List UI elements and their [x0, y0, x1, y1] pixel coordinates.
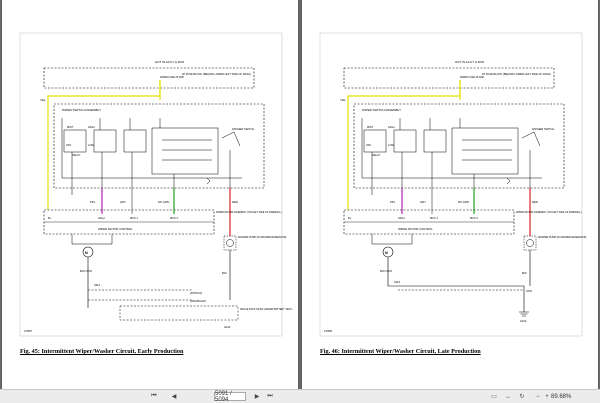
delay-label: DELAY [372, 153, 381, 157]
figure-id: 170657 [24, 330, 33, 333]
zoom-level[interactable]: 89.68% [551, 393, 572, 400]
control-label: WIPER MOTOR CONTROL [398, 227, 433, 231]
mist-label: MIST [367, 125, 374, 129]
rotate-icon[interactable]: ↻ [519, 394, 525, 400]
washer-switch-label: WASHER SWITCH [232, 127, 254, 131]
fuse-block-label: I/P FUSE BLOCK (BEHIND LOWER LEFT SIDE O… [182, 72, 251, 76]
wire-yellow [47, 80, 161, 210]
next-page-icon[interactable]: ▶ [254, 394, 260, 400]
delay-label: DELAY [72, 153, 81, 157]
wire-yellow [347, 80, 461, 210]
fuse-block-label: I/P FUSE BLOCK (BEHIND LOWER LEFT SIDE O… [482, 72, 551, 76]
washer-pump-label: WASHER PUMP (IN WASHER RESERVOIR) [538, 236, 587, 239]
s701-label: S701 [526, 289, 533, 293]
mist-label: MIST [67, 125, 74, 129]
red-label: RED [532, 200, 538, 204]
mux1-label: MUX 1 [430, 216, 438, 220]
chevrolet-label: (CHEVROLET) [190, 300, 206, 303]
b-plus-label: B+ [48, 216, 52, 220]
high-label: HIGH [388, 125, 395, 129]
hot-label: HOT IN ACCY & RUN [455, 60, 484, 64]
washer-pump-label: WASHER PUMP (IN WASHER RESERVOIR) [238, 236, 287, 239]
low-label: LOW [388, 143, 394, 147]
hot-label: HOT IN ACCY & RUN [155, 60, 184, 64]
blk-wht-label: BLK/ WHT [380, 269, 393, 273]
fuse-name-label: WIPER FUSE 25 AMP [460, 76, 484, 79]
wiper-motor-label: WIPER MOTOR ASSEMBLY (ON LEFT SIDE OF FI… [516, 211, 582, 214]
high-terminal-label: HIGH [398, 216, 405, 220]
prev-page-icon[interactable]: ◀ [171, 394, 177, 400]
zoom-in-icon[interactable]: + [545, 393, 549, 400]
g102-label: G102 [520, 319, 527, 323]
wiper-switch-assembly-box [353, 103, 565, 189]
first-page-icon[interactable]: ⏮ [151, 393, 157, 399]
pdf-toolbar: ⏮ ◀ 5091 / 5094 ▶ ⏭ ▭ ↔ ↻ − + 89.68% [0, 389, 600, 403]
switch-assembly-label: WIPER SWITCH ASSEMBLY [62, 108, 101, 112]
gry-label: GRY [120, 200, 126, 204]
page-number-input[interactable]: 5091 / 5094 [214, 391, 246, 403]
wiper-motor-label: WIPER MOTOR ASSEMBLY (ON LEFT SIDE OF FI… [216, 211, 282, 214]
gry-label: GRY [420, 200, 426, 204]
red-label: RED [232, 200, 238, 204]
fuse-name-label: WIPER FUSE 25 AMP [160, 76, 184, 79]
wiring-diagram-early: HOT IN ACCY & RUN I/P FUSE BLOCK (BEHIND… [19, 32, 293, 337]
fit-width-icon[interactable]: ↔ [505, 393, 511, 400]
blk-label: BLK [522, 271, 527, 275]
washer-pump-symbol [226, 239, 234, 247]
switch-assembly-label: WIPER SWITCH ASSEMBLY [362, 108, 401, 112]
ppl-label: PPL [90, 200, 96, 204]
pontiac-label: (PONTIAC) [190, 292, 202, 295]
high-terminal-label: HIGH [98, 216, 105, 220]
dkgrn-label: DK GRN [458, 200, 469, 204]
yel-label: YEL [40, 98, 46, 102]
mux2-label: MUX 2 [470, 216, 478, 220]
ppl-label: PPL [390, 200, 396, 204]
s212-label: S212 [394, 280, 401, 284]
high-label: HIGH [88, 125, 95, 129]
pdf-page-5092: HOT IN ACCY & RUN I/P FUSE BLOCK (BEHIND… [302, 0, 598, 389]
blk-wht-label: BLK/ WHT [80, 269, 93, 273]
off-label: OFF [366, 143, 372, 147]
off-label: OFF [66, 143, 72, 147]
svg-text:M: M [385, 251, 388, 255]
figure-caption: Fig. 46: Intermittent Wiper/Washer Circu… [320, 348, 481, 355]
last-page-icon[interactable]: ⏭ [267, 393, 273, 399]
yel-label: YEL [340, 98, 346, 102]
blk-label: BLK [222, 271, 227, 275]
wiring-diagram-late: HOT IN ACCY & RUN I/P FUSE BLOCK (BEHIND… [319, 32, 587, 337]
fit-page-icon[interactable]: ▭ [491, 394, 497, 400]
b-plus-label: B+ [348, 216, 352, 220]
mux1-label: MUX 1 [130, 216, 138, 220]
zoom-out-icon[interactable]: − [536, 393, 540, 400]
splice-pack-label: SPLICE PACK SP102 (UNDER BATTERY TRAY) [240, 308, 293, 311]
figure-id: 170656 [324, 330, 333, 333]
washer-pump-symbol [526, 239, 534, 247]
g102-label: G102 [224, 325, 231, 329]
mux2-label: MUX 2 [170, 216, 178, 220]
figure-caption: Fig. 45: Intermittent Wiper/Washer Circu… [20, 348, 184, 355]
washer-switch-label: WASHER SWITCH [532, 127, 554, 131]
pdf-page-5091: HOT IN ACCY & RUN I/P FUSE BLOCK (BEHIND… [2, 0, 298, 389]
control-label: WIPER MOTOR CONTROL [98, 227, 133, 231]
low-label: LOW [88, 143, 94, 147]
s212-label: S212 [94, 283, 101, 287]
dkgrn-label: DK GRN [158, 200, 169, 204]
svg-text:M: M [85, 251, 88, 255]
wiper-switch-assembly-box [53, 103, 265, 189]
